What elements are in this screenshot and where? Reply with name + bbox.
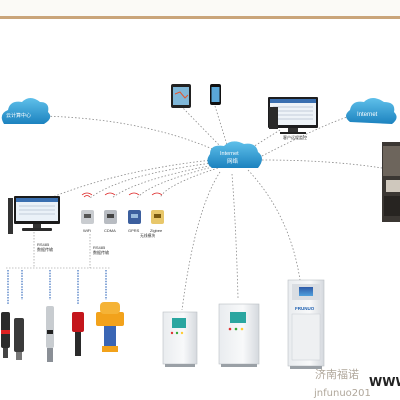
control-cabinet-2: [218, 303, 260, 367]
control-cabinet-1: [162, 311, 198, 367]
comm-label-cdma: CDMA: [104, 228, 116, 233]
gprs-module: GPRS: [128, 192, 141, 233]
sensor-probe-1: [1, 312, 10, 358]
cloud-computing-center: 云计算中心: [1, 98, 51, 124]
header-divider: [0, 16, 400, 19]
link-internet-cab3: [247, 169, 301, 281]
link-tablet-internet: [180, 105, 223, 149]
rs485-left-sublabel: 数据传输: [37, 246, 53, 252]
link-internet-cdma: [111, 164, 215, 199]
watermark-url: jnfunuo201: [313, 388, 371, 399]
rs485-mid-label: RS485: [93, 245, 106, 250]
top-header-strip: [0, 0, 400, 16]
wifi-module: WiFi: [81, 192, 94, 233]
remote-monitor-pc: 客户远程监控: [268, 97, 318, 140]
link-phone-internet: [214, 105, 229, 149]
link-internet-pc-left: [49, 159, 213, 199]
zigbee-module: Zigbee: [150, 192, 164, 233]
internet-cloud-center: Internet 网络: [207, 141, 262, 168]
cabinet-brand: FRUNUO: [295, 306, 315, 311]
internet-label: Internet: [220, 151, 239, 157]
internet-sublabel: 网络: [227, 157, 239, 165]
link-internet-right: [261, 115, 351, 157]
cdma-module: CDMA: [104, 192, 117, 233]
sensor-probe-5: [96, 302, 124, 352]
rs485-links: RS485 数据传输 RS485 数据传输: [6, 232, 110, 269]
tablet-device: [171, 84, 191, 108]
wireless-module-label: 无线模块: [140, 233, 155, 238]
link-pc-internet: [247, 129, 281, 151]
comm-label-zigbee: Zigbee: [150, 228, 163, 233]
rs485-mid-sublabel: 数据传输: [93, 249, 109, 255]
link-internet-wifi: [89, 162, 213, 199]
internet-cloud-right: Internet: [346, 98, 397, 124]
watermark: 济南福诺 WWW. jnfunuo201: [313, 367, 400, 399]
pc-caption: 客户远程监控: [283, 134, 307, 140]
sensor-probe-2: [14, 318, 24, 360]
link-internet-cab2: [231, 173, 239, 299]
rs485-left-label: RS485: [37, 242, 50, 247]
link-internet-gprs: [136, 165, 217, 199]
comm-label-wifi: WiFi: [83, 228, 91, 233]
analyzer-cabinet: FRUNUO: [287, 279, 325, 369]
right-internet-label: Internet: [357, 112, 378, 118]
sensor-probe-4: [72, 312, 84, 356]
watermark-cn: 济南福诺: [315, 367, 359, 381]
link-internet-cab1: [181, 171, 221, 311]
sensor-probes: [1, 302, 124, 362]
installation-photo: [382, 142, 400, 222]
dotted-links: [39, 105, 383, 311]
phone-device: [210, 84, 221, 105]
link-cloudcenter-internet: [39, 115, 216, 151]
link-internet-photo: [261, 159, 383, 169]
local-pc: [8, 196, 60, 234]
sensor-probe-3: [46, 306, 54, 362]
link-internet-zigbee: [159, 167, 219, 199]
comm-modules: WiFi CDMA GPRS Zigbee 无线模块: [81, 192, 164, 238]
sensor-cables: [7, 270, 107, 305]
comm-label-gprs: GPRS: [128, 228, 140, 233]
cloud-center-label: 云计算中心: [6, 112, 31, 119]
watermark-www: WWW.: [369, 375, 400, 389]
